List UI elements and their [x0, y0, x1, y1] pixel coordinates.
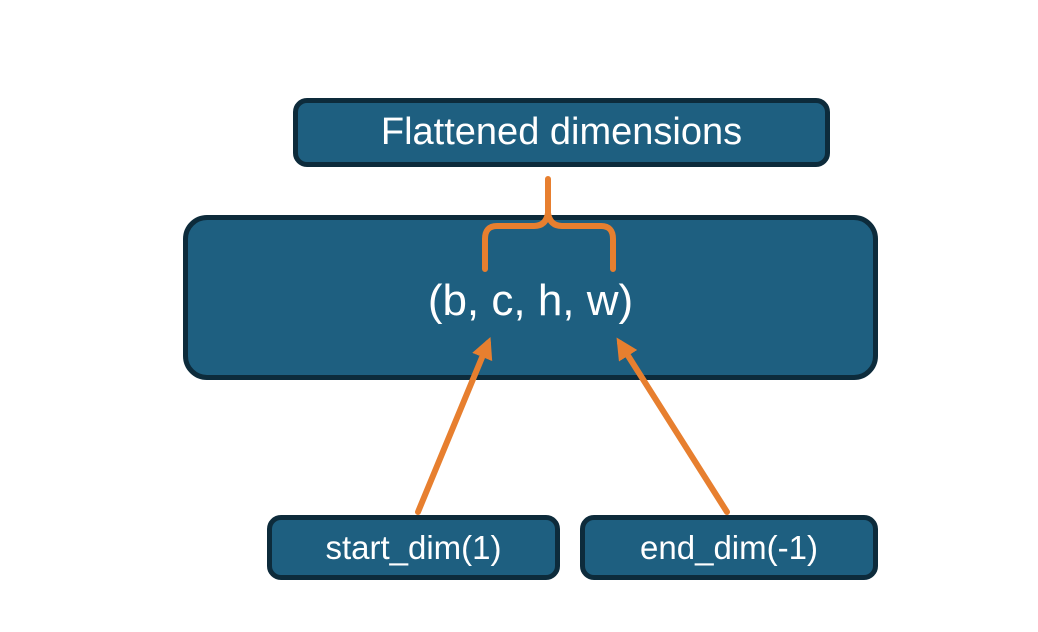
flattened-dimensions-label: Flattened dimensions [380, 111, 743, 153]
end-dim-box: end_dim(-1) [580, 515, 878, 580]
start-dim-label: start_dim(1) [325, 528, 502, 566]
end-dim-label: end_dim(-1) [640, 528, 818, 566]
start-dim-box: start_dim(1) [267, 515, 560, 580]
tensor-shape-box: (b, c, h, w) [183, 215, 878, 380]
flattened-dimensions-box: Flattened dimensions [293, 98, 830, 167]
tensor-shape-label: (b, c, h, w) [427, 275, 634, 325]
